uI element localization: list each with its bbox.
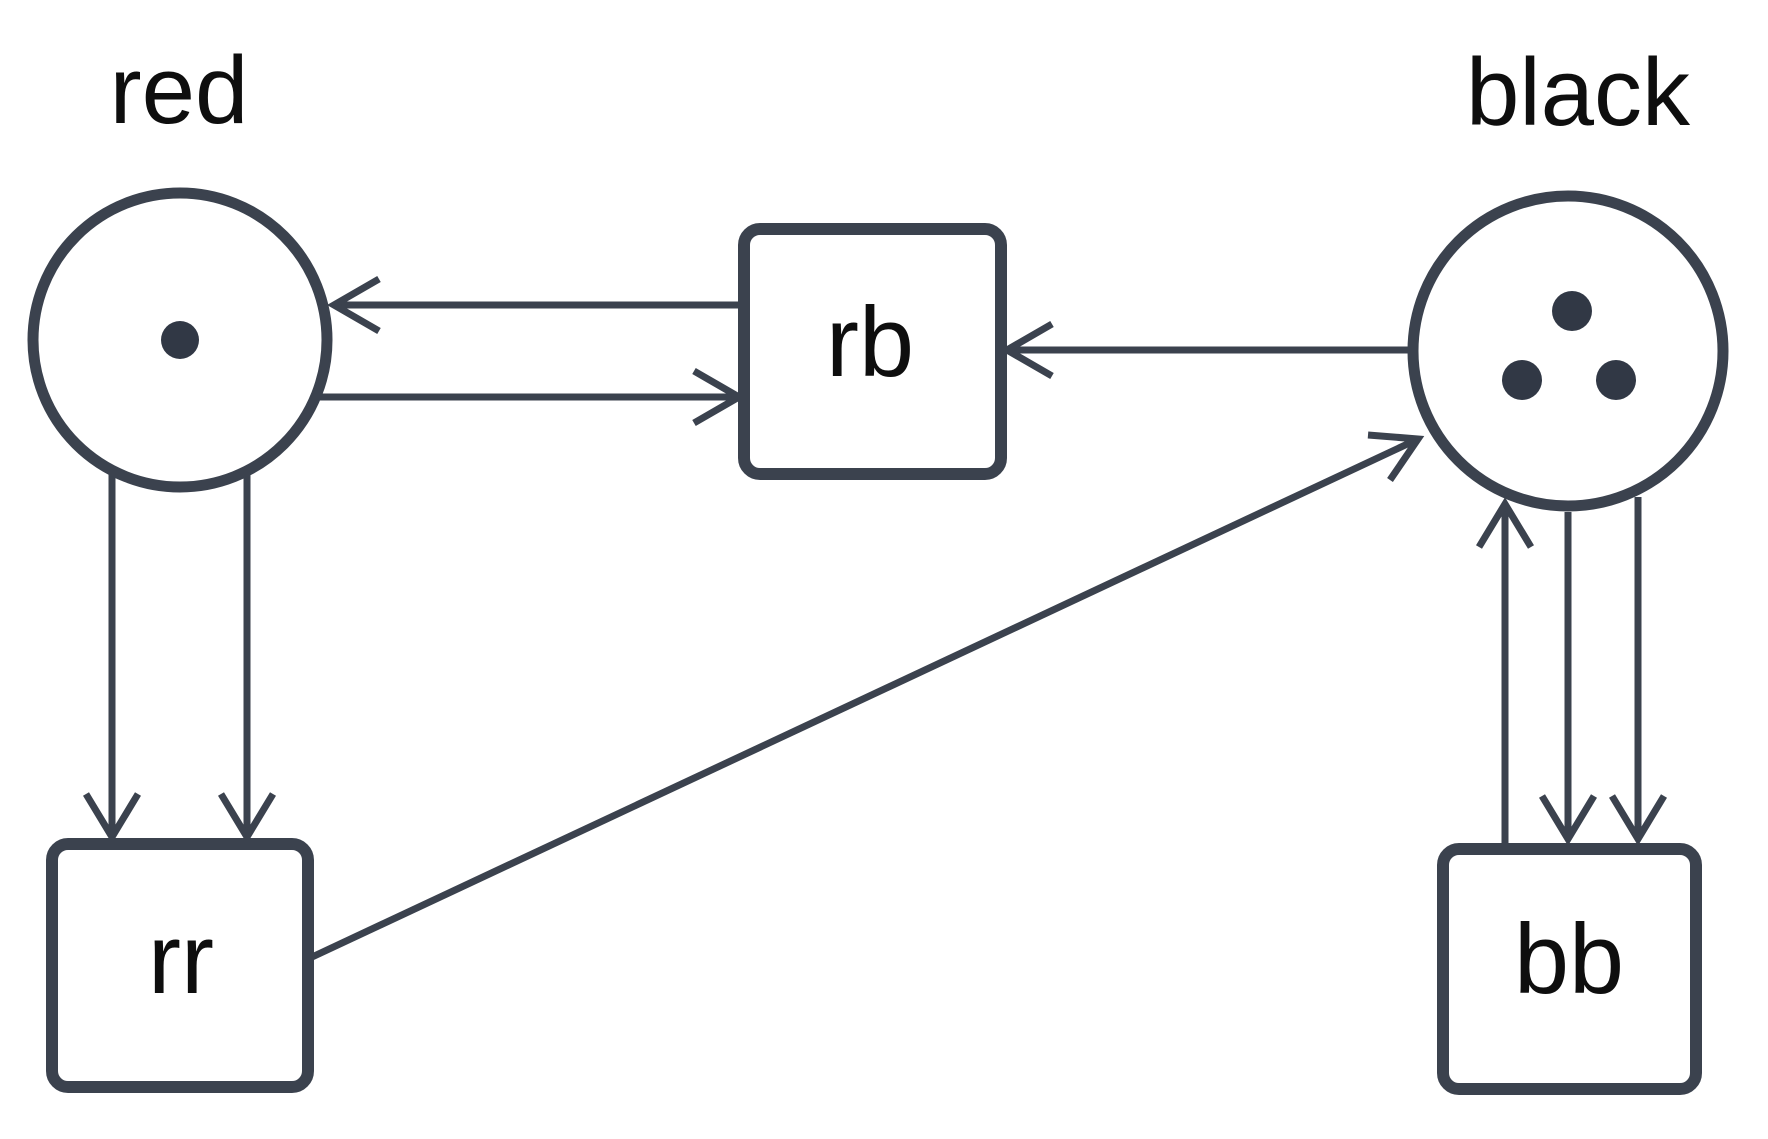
arc-red-to-rr-1 [83, 466, 141, 844]
black-token-icon [1502, 360, 1542, 400]
transition-bb-box [1437, 843, 1702, 1095]
arc-bb-to-black [1476, 497, 1534, 845]
red-token-icon [161, 321, 199, 359]
place-red [27, 187, 333, 493]
arc-rr-to-black [308, 431, 1425, 962]
place-label-black: black [1466, 39, 1691, 146]
arrowhead-down-icon [218, 792, 276, 844]
arc-rr-to-black-line [308, 436, 1418, 962]
arrowhead-left-icon [327, 275, 381, 335]
arrowhead-down-icon [83, 792, 141, 844]
place-black-circle [1407, 190, 1729, 512]
black-token-icon [1552, 291, 1592, 331]
arc-black-to-bb-2 [1609, 497, 1667, 846]
transition-label-rr: rr [148, 903, 214, 1014]
transition-rb-box [738, 223, 1007, 480]
arc-red-to-rb [318, 367, 746, 427]
place-black [1407, 190, 1729, 512]
arrowhead-down-icon [1609, 794, 1667, 846]
arc-black-to-bb-1 [1539, 512, 1597, 846]
arrowhead-up-right-icon [1367, 431, 1425, 482]
arc-black-to-rb [1000, 320, 1411, 380]
arc-red-to-rr-2 [218, 466, 276, 844]
transition-rr-box [46, 838, 314, 1093]
transition-label-rb: rb [826, 286, 914, 397]
black-token-icon [1596, 360, 1636, 400]
arrowhead-up-icon [1476, 497, 1534, 549]
transition-label-bb: bb [1514, 903, 1624, 1014]
place-label-red: red [110, 37, 249, 144]
arc-rb-to-red [327, 275, 741, 335]
arrowhead-down-icon [1539, 794, 1597, 846]
